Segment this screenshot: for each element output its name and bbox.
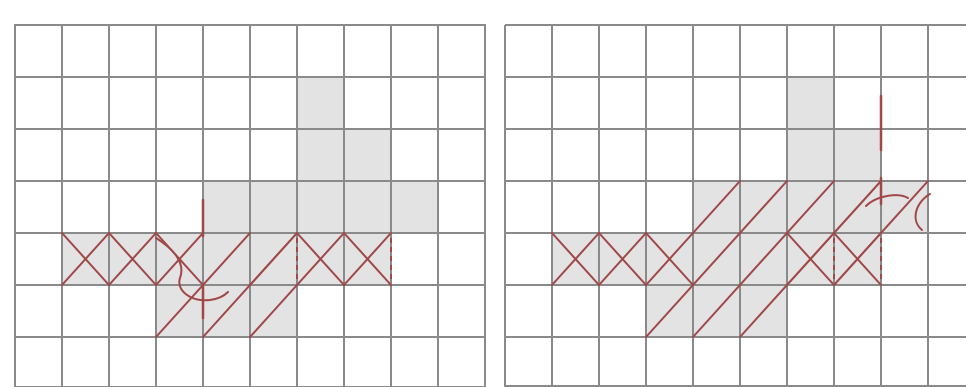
shaded-cell	[203, 181, 438, 233]
shaded-cell	[297, 77, 344, 129]
shaded-cell	[787, 77, 834, 129]
